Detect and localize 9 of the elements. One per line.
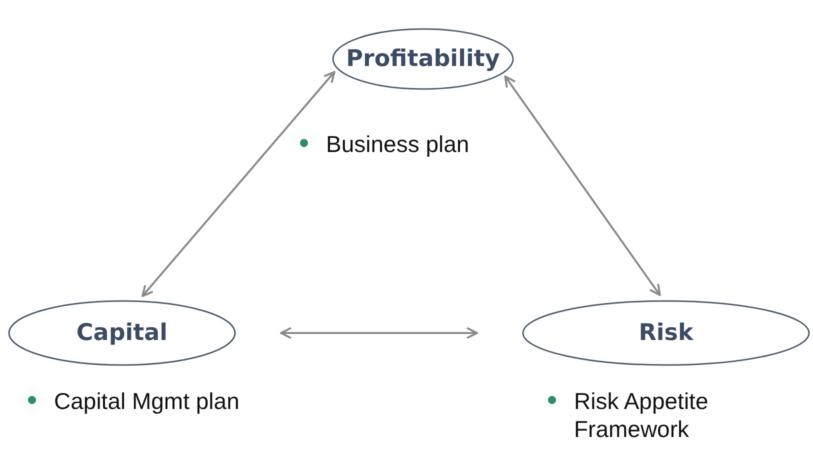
node-label: Profitability [346, 46, 500, 72]
node-label: Risk [638, 320, 694, 346]
double-arrow [280, 327, 478, 339]
bullet-text: Capital Mgmt plan [54, 387, 240, 415]
bullet-text: Business plan [326, 130, 470, 158]
double-arrow [141, 70, 336, 298]
double-arrow [504, 75, 661, 296]
node-label: Capital [76, 320, 168, 346]
bullet-text: Risk Appetite Framework [574, 387, 710, 443]
